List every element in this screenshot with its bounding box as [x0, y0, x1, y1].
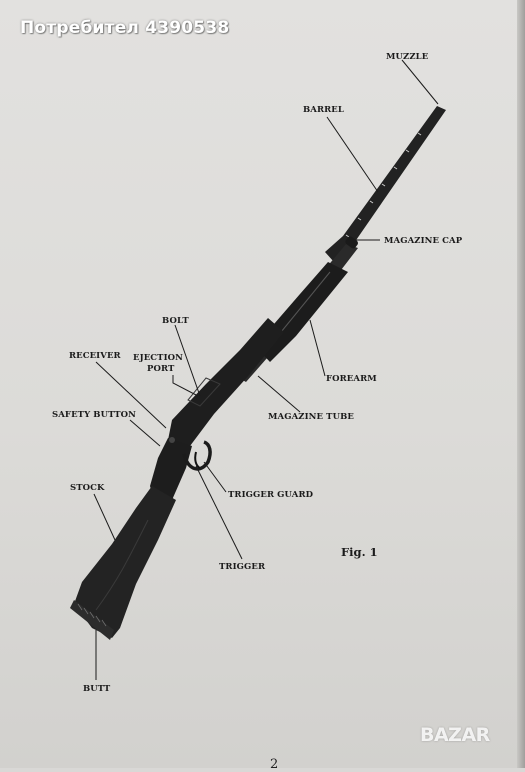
label-magazine-tube: MAGAZINE TUBE [268, 412, 354, 422]
label-forearm: FOREARM [326, 374, 377, 384]
stock-shape [74, 486, 176, 638]
label-bolt: BOLT [162, 316, 189, 326]
receiver-shape [168, 318, 284, 446]
label-trigger: TRIGGER [219, 562, 266, 572]
label-butt: BUTT [83, 684, 111, 694]
figure-caption: Fig. 1 [341, 545, 378, 559]
label-magazine-cap: MAGAZINE CAP [384, 236, 463, 246]
safety-button-shape [169, 437, 175, 443]
label-muzzle: MUZZLE [386, 52, 429, 62]
label-safety-button: SAFETY BUTTON [52, 410, 136, 420]
trigger-guard-shape [182, 440, 212, 471]
barrel-shape [325, 106, 446, 262]
label-stock: STOCK [70, 483, 105, 493]
shotgun-illustration [70, 106, 446, 640]
trigger-shape [194, 451, 201, 469]
user-watermark: Потребител 4390538 [20, 18, 230, 38]
label-ejection-port-line1: EJECTION [133, 353, 183, 363]
ejection-port-shape [187, 377, 221, 407]
label-trigger-guard: TRIGGER GUARD [228, 490, 314, 500]
label-ejection-port-line2: PORT [147, 364, 175, 374]
page-number: 2 [270, 757, 279, 772]
page-edge [517, 0, 525, 768]
label-receiver: RECEIVER [69, 351, 122, 361]
stock-wrist-shape [150, 438, 192, 508]
magazine-cap-shape [345, 236, 358, 249]
vent-rib [345, 132, 422, 238]
label-barrel: BARREL [303, 105, 344, 115]
butt-pad-shape [70, 600, 114, 640]
leader-lines [93, 59, 439, 680]
bazar-logo: BAZAR [420, 724, 490, 746]
